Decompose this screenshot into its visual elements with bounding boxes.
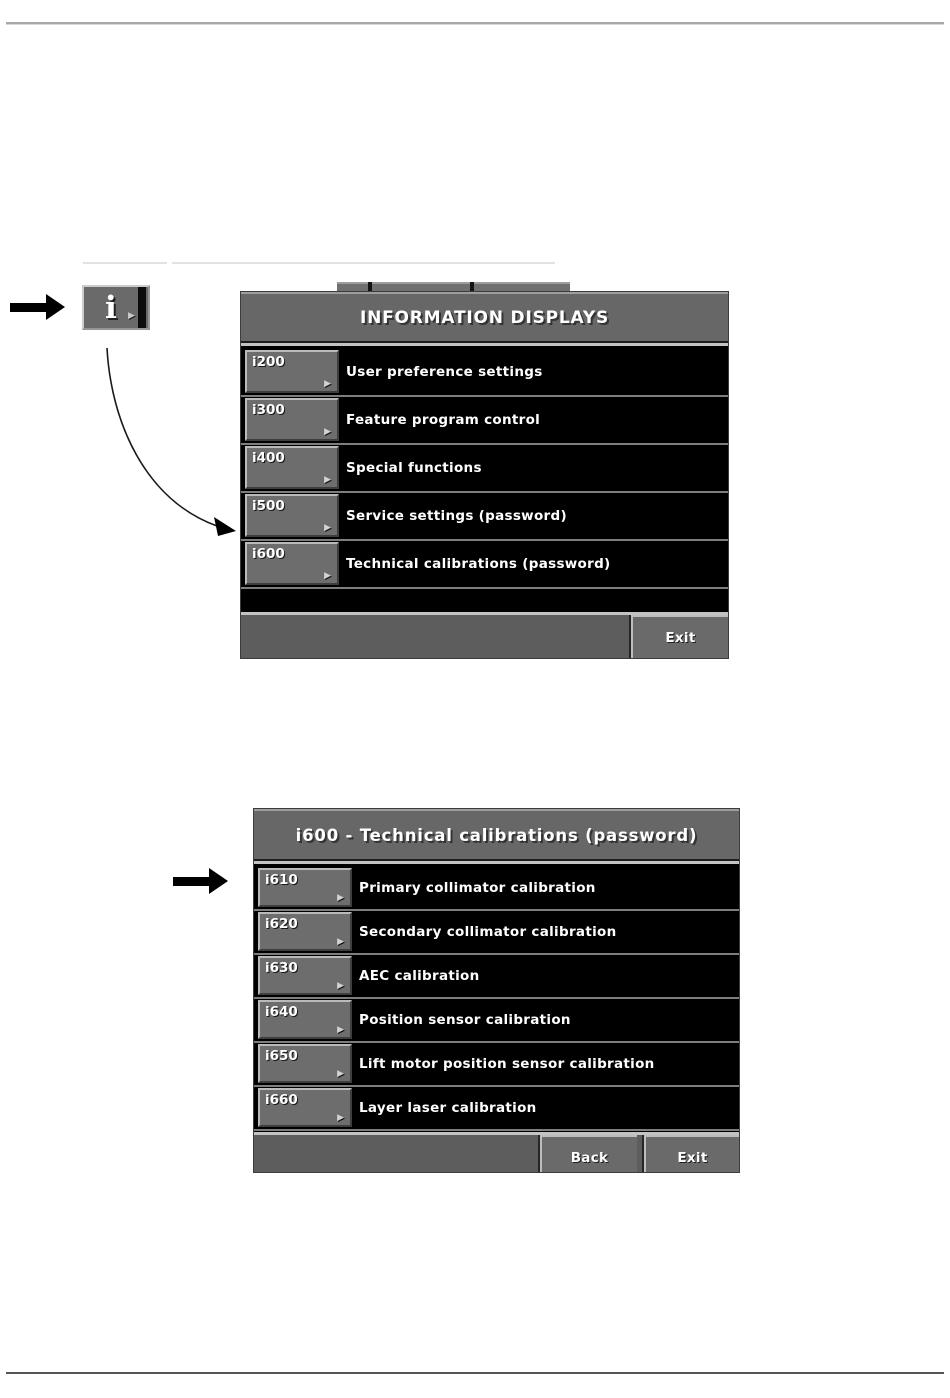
key-top-gap xyxy=(470,282,474,291)
menu-button-i300[interactable]: i300 ▶ xyxy=(245,398,339,441)
menu-row-label: User preference settings xyxy=(346,363,543,380)
menu-button-id: i500 xyxy=(252,498,285,514)
screen2-menu-list: i610 ▶ Primary collimator calibration i6… xyxy=(254,864,739,1132)
menu-button-id: i650 xyxy=(265,1048,298,1064)
menu-row-i660: i660 ▶ Layer laser calibration xyxy=(254,1088,739,1131)
menu-row-i650: i650 ▶ Lift motor position sensor calibr… xyxy=(254,1044,739,1087)
arrow-head xyxy=(209,868,228,894)
triangle-right-icon: ▶ xyxy=(337,1113,344,1123)
menu-button-id: i640 xyxy=(265,1004,298,1020)
footer-separator xyxy=(254,1132,739,1135)
exit-button[interactable]: Exit xyxy=(631,615,728,658)
menu-row-label: Special functions xyxy=(346,459,482,476)
header-underline-segment xyxy=(83,262,167,264)
menu-button-id: i620 xyxy=(265,916,298,932)
title-separator xyxy=(254,861,739,864)
menu-row-i300: i300 ▶ Feature program control xyxy=(241,398,728,445)
menu-button-id: i600 xyxy=(252,546,285,562)
page-top-rule xyxy=(6,22,944,25)
screen-information-displays: INFORMATION DISPLAYS i200 ▶ User prefere… xyxy=(240,291,729,659)
info-icon: i xyxy=(105,290,117,326)
screen1-title: INFORMATION DISPLAYS xyxy=(241,292,728,343)
screen2-title: i600 - Technical calibrations (password) xyxy=(254,809,739,861)
info-button-black-strip xyxy=(138,287,146,328)
menu-button-id: i610 xyxy=(265,872,298,888)
menu-button-i400[interactable]: i400 ▶ xyxy=(245,446,339,489)
menu-button-id: i300 xyxy=(252,402,285,418)
menu-row-i630: i630 ▶ AEC calibration xyxy=(254,956,739,999)
exit-button[interactable]: Exit xyxy=(644,1135,739,1172)
triangle-right-icon: ▶ xyxy=(337,937,344,947)
triangle-right-icon: ▶ xyxy=(324,379,331,389)
menu-button-id: i400 xyxy=(252,450,285,466)
menu-row-i200: i200 ▶ User preference settings xyxy=(241,350,728,397)
menu-row-label: Layer laser calibration xyxy=(359,1099,537,1116)
triangle-right-icon: ▶ xyxy=(324,571,331,581)
triangle-right-icon: ▶ xyxy=(337,1069,344,1079)
triangle-right-icon: ▶ xyxy=(337,893,344,903)
triangle-right-icon: ▶ xyxy=(324,475,331,485)
info-hardkey-button[interactable]: i ▶ xyxy=(82,285,150,330)
background-key-tops xyxy=(337,282,570,291)
menu-button-id: i630 xyxy=(265,960,298,976)
menu-row-label: Lift motor position sensor calibration xyxy=(359,1055,655,1072)
menu-row-label: Technical calibrations (password) xyxy=(346,555,611,572)
menu-button-id: i200 xyxy=(252,354,285,370)
arrow-shaft xyxy=(10,303,46,312)
menu-row-i600: i600 ▶ Technical calibrations (password) xyxy=(241,542,728,589)
menu-row-label: Service settings (password) xyxy=(346,507,567,524)
annotation-curved-arrow-to-i600 xyxy=(106,347,236,536)
arrow-head xyxy=(46,294,65,320)
screen1-menu-list: i200 ▶ User preference settings i300 ▶ F… xyxy=(241,346,728,612)
menu-row-i620: i620 ▶ Secondary collimator calibration xyxy=(254,912,739,955)
header-underline-segment xyxy=(172,262,555,264)
menu-row-i610: i610 ▶ Primary collimator calibration xyxy=(254,868,739,911)
menu-row-i400: i400 ▶ Special functions xyxy=(241,446,728,493)
menu-row-label: Secondary collimator calibration xyxy=(359,923,617,940)
menu-button-i200[interactable]: i200 ▶ xyxy=(245,350,339,393)
menu-row-label: Feature program control xyxy=(346,411,541,428)
annotation-arrow-to-info-button xyxy=(10,294,74,320)
screen2-bottom-bar: Back Exit xyxy=(254,1135,739,1172)
menu-row-label: Primary collimator calibration xyxy=(359,879,596,896)
menu-row-i640: i640 ▶ Position sensor calibration xyxy=(254,1000,739,1043)
arrow-shaft xyxy=(173,877,209,886)
triangle-right-icon: ▶ xyxy=(324,523,331,533)
screen1-bottom-bar: Exit xyxy=(241,615,728,658)
triangle-right-icon: ▶ xyxy=(337,1025,344,1035)
menu-button-i500[interactable]: i500 ▶ xyxy=(245,494,339,537)
curved-arrow-head xyxy=(214,517,236,536)
menu-button-i650[interactable]: i650 ▶ xyxy=(258,1044,352,1083)
menu-row-i500: i500 ▶ Service settings (password) xyxy=(241,494,728,541)
title-separator xyxy=(241,343,728,346)
menu-button-i610[interactable]: i610 ▶ xyxy=(258,868,352,907)
menu-button-i660[interactable]: i660 ▶ xyxy=(258,1088,352,1127)
menu-row-label: Position sensor calibration xyxy=(359,1011,571,1028)
screen-i600-technical-calibrations: i600 - Technical calibrations (password)… xyxy=(253,808,740,1173)
triangle-right-icon: ▶ xyxy=(337,981,344,991)
menu-button-i620[interactable]: i620 ▶ xyxy=(258,912,352,951)
menu-button-i630[interactable]: i630 ▶ xyxy=(258,956,352,995)
triangle-right-icon: ▶ xyxy=(324,427,331,437)
menu-row-label: AEC calibration xyxy=(359,967,480,984)
page-bottom-rule xyxy=(6,1372,944,1374)
annotation-arrow-to-i610 xyxy=(173,868,237,894)
footer-separator xyxy=(241,612,728,615)
menu-button-id: i660 xyxy=(265,1092,298,1108)
back-button[interactable]: Back xyxy=(540,1135,637,1172)
menu-button-i640[interactable]: i640 ▶ xyxy=(258,1000,352,1039)
key-top-gap xyxy=(368,282,372,291)
menu-button-i600[interactable]: i600 ▶ xyxy=(245,542,339,585)
triangle-right-icon: ▶ xyxy=(128,311,135,321)
